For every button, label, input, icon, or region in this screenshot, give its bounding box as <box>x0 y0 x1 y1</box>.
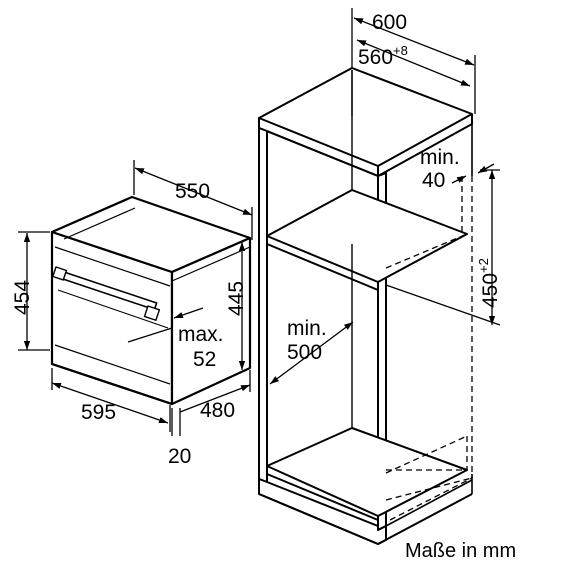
oven-body-depth-label: 480 <box>200 399 236 422</box>
oven-front-thickness-label: 20 <box>168 445 192 468</box>
cabinet-depth-value-label: 500 <box>287 341 323 364</box>
cabinet-body <box>259 68 472 544</box>
oven-width-label: 595 <box>81 401 117 424</box>
cabinet-rear-gap-value: 40 <box>422 169 446 192</box>
oven-height-value: 454 <box>11 279 34 315</box>
oven-inner-height-label: 445 <box>225 280 248 316</box>
oven-side-surface <box>172 238 250 404</box>
cabinet-rear-gap-label: min. <box>420 146 460 169</box>
cabinet-niche-height-value: 450 <box>479 272 502 308</box>
cabinet-left-post <box>259 128 267 482</box>
cabinet-dimensions <box>270 8 500 384</box>
cabinet-niche-height-tolerance: +2 <box>476 258 491 273</box>
cabinet-inner-width-value: 560 <box>358 46 394 69</box>
oven-gap-max-label: max. <box>178 323 224 346</box>
cabinet-depth-min-label: min. <box>287 317 327 340</box>
cabinet-niche-height-label: 450+2 <box>476 258 502 308</box>
oven-body <box>52 197 250 404</box>
cabinet-shelf <box>267 190 467 282</box>
cabinet-hidden-edges <box>386 176 472 520</box>
oven-gap-value-label: 52 <box>193 348 217 371</box>
cabinet-inner-width-tolerance: +8 <box>393 43 408 58</box>
cabinet-width-label: 600 <box>372 11 408 34</box>
cabinet-inner-width-label: 560+8 <box>358 44 408 69</box>
oven-height-label: 454 <box>11 279 34 315</box>
oven-inner-height-value: 445 <box>225 280 248 316</box>
units-note: Maße in mm <box>405 540 517 562</box>
oven-depth-label: 550 <box>175 180 211 203</box>
oven-dimensions <box>18 160 252 436</box>
